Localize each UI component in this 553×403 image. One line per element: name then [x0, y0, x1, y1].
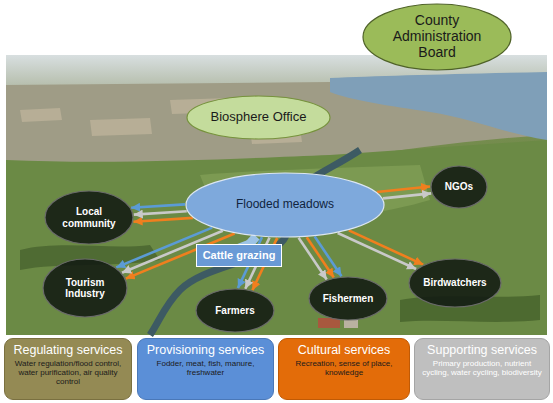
ellipse-shape: [196, 289, 274, 332]
stakeholder-ellipse: Tourism Industry: [42, 258, 128, 318]
stakeholder-ellipse: Farmers: [195, 288, 275, 333]
service-flow-arrow: [338, 233, 416, 269]
lake: [330, 72, 547, 140]
service-flow-arrow: [349, 230, 423, 264]
ellipse-shape: [309, 277, 387, 320]
ellipse-shape: [431, 166, 487, 208]
service-flow-arrow: [134, 218, 193, 222]
photo-ground: [6, 55, 547, 335]
service-examples: Water regulation/flood control, water pu…: [9, 360, 127, 387]
node-label: Local community: [56, 206, 122, 228]
service-examples: Fodder, meat, fish, manure, freshwater: [142, 360, 269, 378]
ellipse-shape: [409, 259, 501, 307]
service-flow-arrow: [131, 204, 185, 207]
office-ellipse: Biosphere Office: [186, 95, 331, 140]
stakeholder-ellipse: NGOs: [430, 165, 488, 209]
node-label: Fishermen: [323, 293, 374, 304]
ellipse-shape: [187, 96, 330, 139]
ecosystem-ellipse: Flooded meadows: [185, 172, 385, 238]
node-label: County Administration Board: [378, 13, 496, 60]
node-label: Biosphere Office: [211, 110, 307, 125]
farm-roof: [344, 320, 358, 328]
node-label: NGOs: [445, 181, 473, 192]
node-label: Birdwatchers: [423, 277, 486, 288]
service-heading: Regulating services: [13, 343, 122, 357]
block-arrow: [250, 237, 257, 244]
service-heading: Cultural services: [298, 343, 390, 357]
meadows: [6, 140, 547, 335]
node-label: Farmers: [215, 305, 254, 316]
authority-ellipse: County Administration Board: [362, 3, 512, 71]
stakeholder-ellipse: Birdwatchers: [408, 258, 502, 308]
service-flow-arrow: [299, 238, 327, 280]
stakeholder-ellipse: Fishermen: [308, 276, 388, 321]
stakeholder-ellipse: Local community: [44, 190, 134, 245]
service-flow-arrow: [134, 211, 187, 214]
service-heading: Supporting services: [427, 343, 537, 357]
service-box: Provisioning servicesFodder, meat, fish,…: [137, 338, 274, 400]
service-examples: Primary production, nutrient cycling, wa…: [419, 360, 545, 378]
service-examples: Recreation, sense of place, knowledge: [283, 360, 405, 378]
service-box: Cultural servicesRecreation, sense of pl…: [278, 338, 410, 400]
activity-box: Cattle grazing: [196, 244, 282, 267]
node-label: Cattle grazing: [203, 249, 276, 261]
service-box: Supporting servicesPrimary production, n…: [414, 338, 550, 400]
node-label: Flooded meadows: [236, 198, 334, 211]
ellipse-shape: [186, 173, 384, 237]
node-label: Tourism Industry: [54, 277, 116, 299]
ellipse-shape: [363, 4, 511, 70]
ellipse-shape: [45, 191, 133, 244]
service-heading: Provisioning services: [147, 343, 264, 357]
service-flow-arrow: [377, 187, 430, 193]
service-flow-arrow: [383, 193, 431, 198]
service-box: Regulating servicesWater regulation/floo…: [4, 338, 132, 400]
ellipse-shape: [43, 259, 127, 317]
